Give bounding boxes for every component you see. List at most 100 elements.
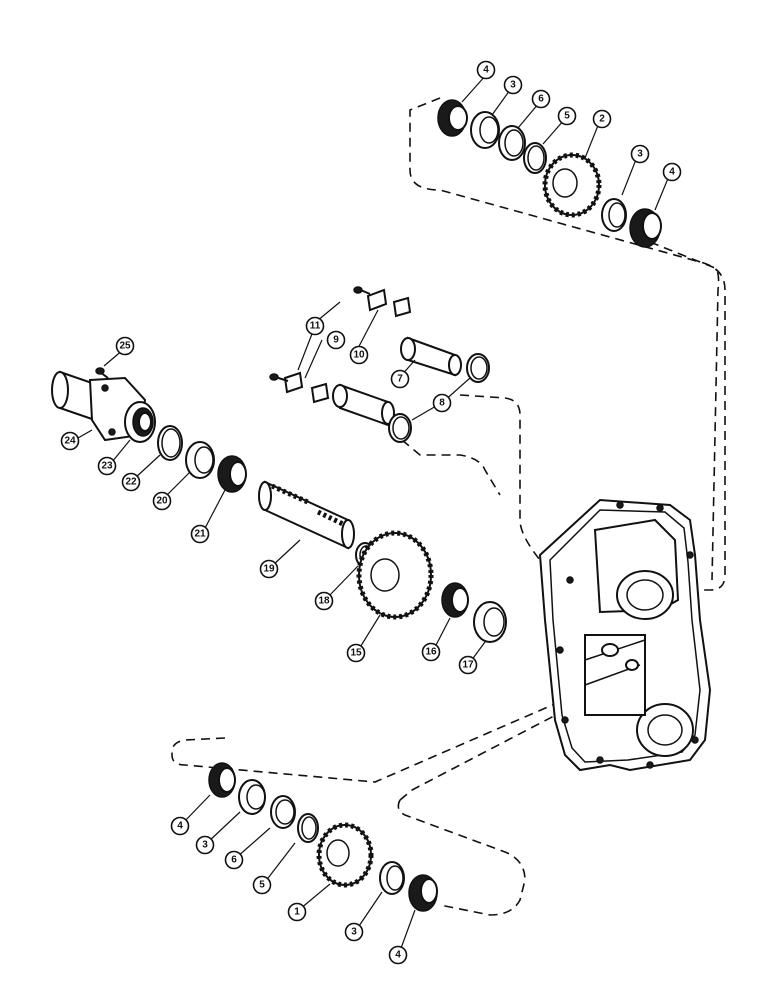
- svg-text:20: 20: [156, 496, 168, 507]
- svg-text:9: 9: [333, 335, 339, 346]
- cap-screw-upper: [353, 286, 371, 295]
- svg-text:4: 4: [669, 167, 675, 178]
- flange-bolt: [95, 367, 109, 379]
- callout-17: 17: [458, 655, 478, 675]
- svg-text:15: 15: [350, 648, 362, 659]
- gear-bearing-cone: [441, 582, 469, 618]
- upper-bearing-cone: [437, 99, 468, 137]
- callout-3-lower-left: 3: [195, 835, 215, 855]
- callout-1: 1: [287, 902, 307, 922]
- svg-text:8: 8: [439, 398, 445, 409]
- output-shaft: [258, 480, 355, 550]
- lower-bearing-cup-right: [379, 861, 405, 895]
- lower-helical-gear: [316, 822, 374, 888]
- lower-gear-group-outline-2: [399, 691, 601, 801]
- lower-shim: [270, 795, 296, 829]
- svg-text:5: 5: [564, 111, 570, 122]
- svg-text:25: 25: [119, 341, 131, 352]
- lower-gear-group-outline-3: [397, 799, 526, 916]
- upper-bearing-cup: [470, 111, 500, 149]
- svg-text:23: 23: [101, 461, 113, 472]
- callout-5-upper: 5: [557, 106, 577, 126]
- callout-5-lower: 5: [252, 875, 272, 895]
- svg-text:2: 2: [599, 114, 605, 125]
- lower-bearing-cup-left: [238, 779, 266, 815]
- svg-text:17: 17: [462, 660, 474, 671]
- svg-text:4: 4: [483, 65, 489, 76]
- callout-6-upper: 6: [531, 89, 551, 109]
- svg-text:24: 24: [64, 436, 76, 447]
- svg-text:3: 3: [510, 80, 516, 91]
- lock-plate-upper: [366, 288, 412, 318]
- svg-text:1: 1: [294, 907, 300, 918]
- svg-text:16: 16: [425, 647, 437, 658]
- upper-gear-group-outline: [409, 97, 726, 591]
- upper-snap-ring: [523, 142, 547, 174]
- svg-text:7: 7: [397, 374, 403, 385]
- upper-bearing-cup-right: [601, 198, 627, 232]
- callout-4-upper-right: 4: [662, 162, 682, 182]
- callout-18: 18: [314, 591, 334, 611]
- callout-10: 10: [349, 345, 369, 365]
- svg-text:3: 3: [202, 840, 208, 851]
- idler-shaft-group-outline-2: [401, 439, 501, 496]
- callout-9: 9: [326, 330, 346, 350]
- lock-plate-lower: [283, 371, 330, 404]
- callout-15: 15: [346, 643, 366, 663]
- transmission-housing: [538, 498, 712, 772]
- svg-text:11: 11: [310, 321, 321, 332]
- callout-4-upper-left: 4: [476, 60, 496, 80]
- lower-bearing-cone-right: [408, 874, 438, 912]
- svg-text:10: 10: [353, 350, 365, 361]
- idler-shaft-group-outline: [459, 394, 561, 581]
- leader-lines: [77, 74, 670, 952]
- svg-text:3: 3: [351, 927, 357, 938]
- callout-4-lower-right: 4: [388, 945, 408, 965]
- callout-11: 11: [305, 316, 325, 336]
- o-ring-upper: [466, 353, 490, 383]
- svg-text:5: 5: [259, 880, 265, 891]
- upper-bearing-cone-right: [629, 208, 662, 248]
- callout-19: 19: [259, 559, 279, 579]
- lower-snap-ring: [297, 813, 319, 843]
- upper-shim: [498, 125, 526, 161]
- svg-text:22: 22: [125, 477, 137, 488]
- svg-text:4: 4: [177, 821, 183, 832]
- idler-shaft-lower: [332, 383, 395, 427]
- svg-text:3: 3: [637, 149, 643, 160]
- svg-text:4: 4: [395, 950, 401, 961]
- callout-3-lower-right: 3: [344, 922, 364, 942]
- output-snap-ring: [157, 425, 183, 461]
- callout-3-upper-left: 3: [503, 75, 523, 95]
- cap-screw-lower: [269, 373, 289, 382]
- callout-25: 25: [115, 336, 135, 356]
- callout-24: 24: [60, 431, 80, 451]
- upper-helical-gear: [542, 152, 602, 218]
- callout-22: 22: [121, 472, 141, 492]
- svg-text:19: 19: [263, 564, 275, 575]
- oil-seal: [124, 401, 156, 443]
- output-bearing-cup: [185, 441, 215, 479]
- lower-gear-group-outline: [171, 679, 611, 783]
- callout-4-lower-left: 4: [170, 816, 190, 836]
- output-spur-gear: [356, 530, 434, 620]
- callout-2: 2: [592, 109, 612, 129]
- callout-20: 20: [152, 491, 172, 511]
- callout-6-lower: 6: [224, 850, 244, 870]
- lower-bearing-cone-left: [208, 762, 236, 798]
- gear-bearing-cup: [473, 601, 507, 643]
- callout-8: 8: [432, 393, 452, 413]
- callout-16: 16: [421, 642, 441, 662]
- callout-3-upper-right: 3: [630, 144, 650, 164]
- callout-21: 21: [190, 524, 210, 544]
- upper-gear-group-outline-inner: [649, 241, 720, 581]
- svg-text:18: 18: [318, 596, 330, 607]
- o-ring-lower: [388, 413, 412, 443]
- callout-7: 7: [390, 369, 410, 389]
- svg-text:21: 21: [194, 529, 206, 540]
- svg-text:6: 6: [231, 855, 237, 866]
- output-bearing-cone: [217, 455, 247, 493]
- idler-shaft-upper: [400, 336, 462, 377]
- callout-23: 23: [97, 456, 117, 476]
